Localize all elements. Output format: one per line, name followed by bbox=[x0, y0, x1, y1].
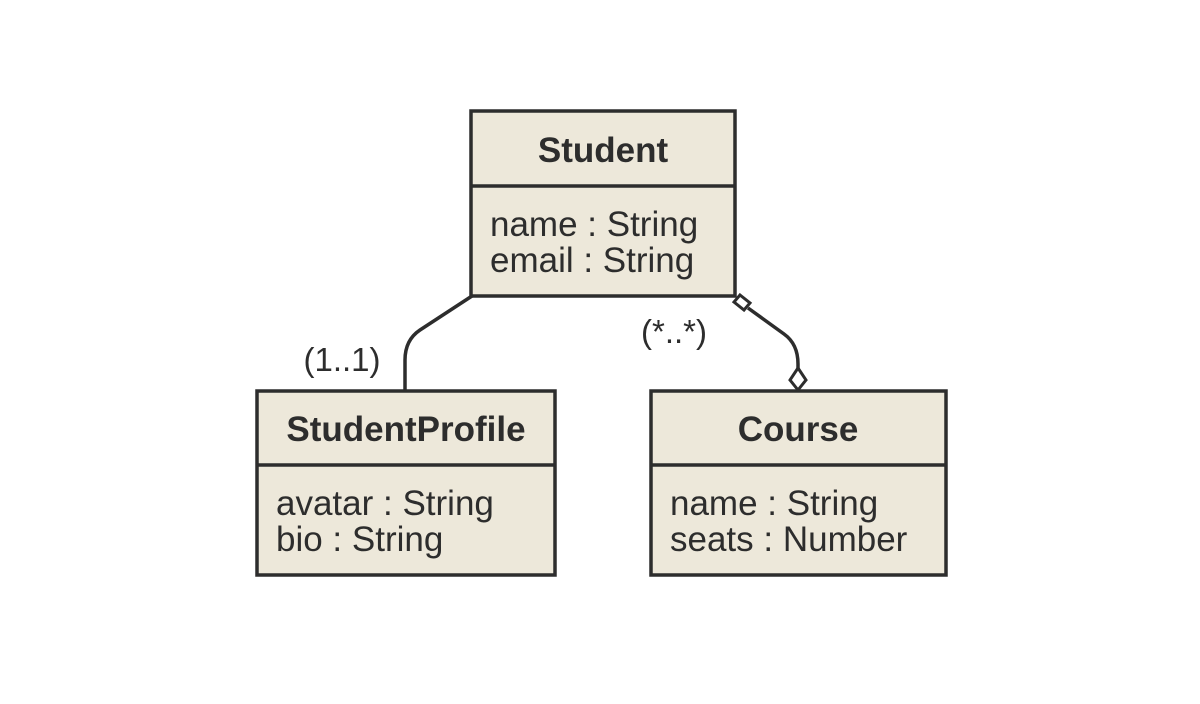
attribute-studentprofile-bio: bio : String bbox=[276, 520, 443, 559]
attribute-student-name: name : String bbox=[490, 205, 698, 244]
edge-student-course bbox=[746, 306, 800, 371]
class-box-student: Student name : String email : String bbox=[469, 109, 737, 298]
edge-student-studentprofile bbox=[403, 294, 473, 391]
class-name-course: Course bbox=[738, 410, 859, 449]
class-box-studentprofile-frame bbox=[255, 389, 557, 577]
attribute-student-email: email : String bbox=[490, 241, 694, 280]
attribute-studentprofile-avatar: avatar : String bbox=[276, 484, 494, 523]
aggregation-diamond-student-end bbox=[731, 292, 753, 313]
class-box-course-frame bbox=[649, 389, 948, 577]
multiplicity-label-course: (*..*) bbox=[641, 313, 707, 350]
class-box-studentprofile: StudentProfile avatar : String bio : Str… bbox=[255, 389, 557, 577]
class-name-student: Student bbox=[538, 131, 669, 170]
class-name-studentprofile: StudentProfile bbox=[286, 410, 525, 449]
aggregation-diamond-course-end bbox=[788, 365, 808, 393]
class-box-student-frame bbox=[469, 109, 737, 298]
attribute-course-seats: seats : Number bbox=[670, 520, 908, 559]
attribute-course-name: name : String bbox=[670, 484, 878, 523]
class-box-course: Course name : String seats : Number bbox=[649, 389, 948, 577]
multiplicity-label-studentprofile: (1..1) bbox=[303, 341, 380, 378]
